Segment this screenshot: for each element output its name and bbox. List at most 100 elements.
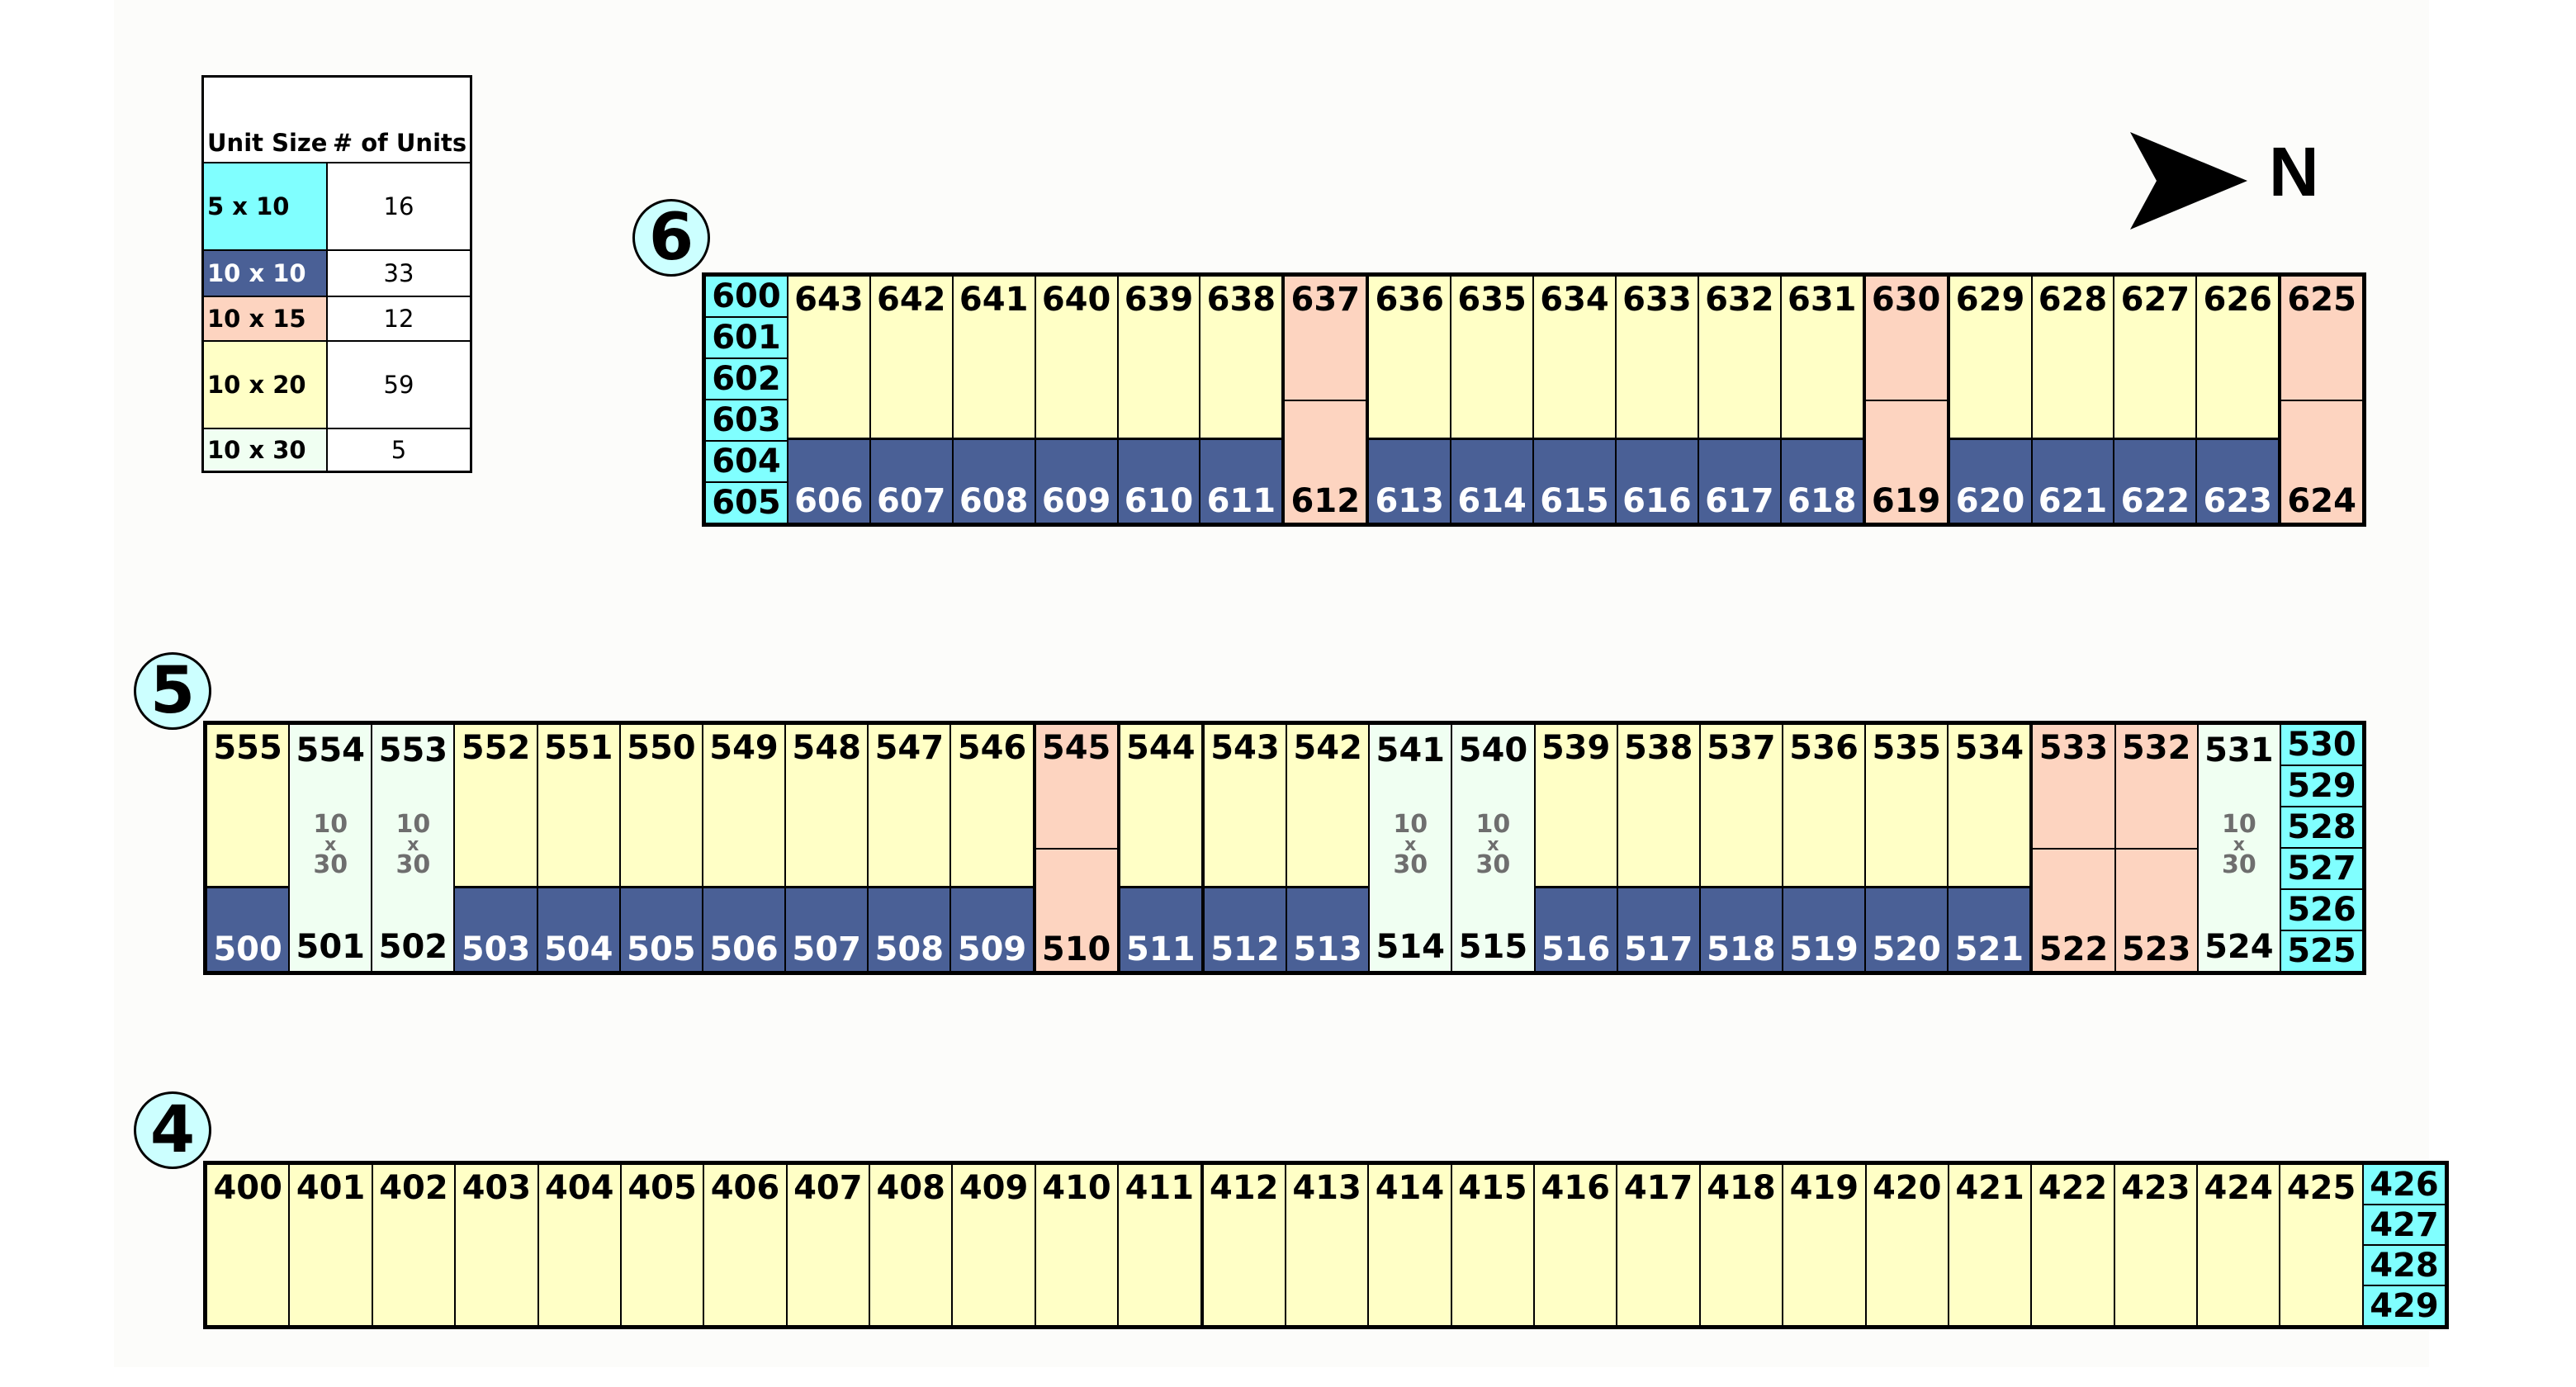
storage-unit-10x10[interactable]: 518 [1700, 886, 1782, 971]
storage-unit-10x20[interactable]: 417 [1617, 1165, 1699, 1325]
storage-unit-10x10[interactable]: 513 [1287, 886, 1369, 971]
storage-unit-10x10[interactable]: 617 [1698, 438, 1780, 523]
storage-unit-10x20[interactable]: 423 [2114, 1165, 2196, 1325]
storage-unit-10x20[interactable]: 552 [455, 725, 537, 887]
storage-unit-10x10[interactable]: 517 [1617, 886, 1699, 971]
storage-unit-10x20[interactable]: 555 [207, 725, 289, 887]
storage-unit-5x10[interactable]: 426 [2363, 1165, 2446, 1204]
storage-unit-10x20[interactable]: 415 [1451, 1165, 1533, 1325]
storage-unit-10x20[interactable]: 628 [2032, 277, 2114, 438]
storage-unit-10x20[interactable]: 550 [620, 725, 702, 887]
storage-unit-10x20[interactable]: 544 [1120, 725, 1201, 887]
storage-unit-10x20[interactable]: 640 [1035, 277, 1117, 438]
storage-unit-10x20[interactable]: 632 [1698, 277, 1780, 438]
storage-unit-10x15[interactable]: 545 [1035, 725, 1117, 848]
storage-unit-10x10[interactable]: 615 [1534, 438, 1615, 523]
storage-unit-10x10[interactable]: 509 [951, 886, 1033, 971]
storage-unit-5x10[interactable]: 525 [2280, 930, 2363, 971]
storage-unit-10x15[interactable]: 619 [1865, 400, 1947, 523]
storage-unit-5x10[interactable]: 604 [706, 440, 787, 481]
storage-unit-5x10[interactable]: 528 [2280, 806, 2363, 847]
storage-unit-10x20[interactable]: 546 [951, 725, 1033, 887]
storage-unit-10x10[interactable]: 507 [786, 886, 868, 971]
storage-unit-10x10[interactable]: 608 [953, 438, 1035, 523]
storage-unit-10x10[interactable]: 504 [537, 886, 619, 971]
storage-unit-10x20[interactable]: 542 [1287, 725, 1369, 887]
storage-unit-10x15[interactable]: 625 [2281, 277, 2363, 400]
storage-unit-10x15[interactable]: 612 [1285, 400, 1366, 523]
storage-unit-10x20[interactable]: 424 [2198, 1165, 2280, 1325]
storage-unit-10x20[interactable]: 420 [1866, 1165, 1948, 1325]
storage-unit-10x20[interactable]: 536 [1783, 725, 1865, 887]
storage-unit-10x20[interactable]: 411 [1119, 1165, 1200, 1325]
storage-unit-10x20[interactable]: 401 [290, 1165, 372, 1325]
storage-unit-10x10[interactable]: 622 [2114, 438, 2196, 523]
storage-unit-10x10[interactable]: 512 [1204, 886, 1286, 971]
storage-unit-10x20[interactable]: 547 [869, 725, 950, 887]
storage-unit-10x20[interactable]: 636 [1369, 277, 1451, 438]
storage-unit-10x20[interactable]: 629 [1949, 277, 2031, 438]
storage-unit-10x20[interactable]: 416 [1535, 1165, 1617, 1325]
storage-unit-10x10[interactable]: 520 [1866, 886, 1948, 971]
storage-unit-10x15[interactable]: 630 [1865, 277, 1947, 400]
storage-unit-10x10[interactable]: 610 [1118, 438, 1200, 523]
storage-unit-5x10[interactable]: 601 [706, 316, 787, 357]
storage-unit-10x20[interactable]: 535 [1866, 725, 1948, 887]
storage-unit-10x15[interactable]: 523 [2115, 848, 2197, 971]
storage-unit-10x20[interactable]: 421 [1949, 1165, 2031, 1325]
storage-unit-10x10[interactable]: 516 [1535, 886, 1617, 971]
storage-unit-10x20[interactable]: 422 [2032, 1165, 2114, 1325]
storage-unit-10x20[interactable]: 641 [953, 277, 1035, 438]
storage-unit-10x20[interactable]: 400 [207, 1165, 289, 1325]
storage-unit-10x20[interactable]: 534 [1949, 725, 2030, 887]
storage-unit-5x10[interactable]: 600 [706, 277, 787, 316]
storage-unit-10x20[interactable]: 551 [537, 725, 619, 887]
storage-unit-10x20[interactable]: 633 [1616, 277, 1698, 438]
storage-unit-5x10[interactable]: 529 [2280, 765, 2363, 806]
storage-unit-10x10[interactable]: 621 [2032, 438, 2114, 523]
storage-unit-10x10[interactable]: 611 [1200, 438, 1282, 523]
storage-unit-10x20[interactable]: 418 [1700, 1165, 1783, 1325]
storage-unit-5x10[interactable]: 429 [2363, 1285, 2446, 1325]
storage-unit-10x20[interactable]: 407 [787, 1165, 869, 1325]
storage-unit-10x20[interactable]: 638 [1200, 277, 1282, 438]
storage-unit-10x20[interactable]: 543 [1204, 725, 1286, 887]
storage-unit-10x10[interactable]: 616 [1616, 438, 1698, 523]
storage-unit-10x10[interactable]: 521 [1949, 886, 2030, 971]
storage-unit-10x10[interactable]: 506 [703, 886, 785, 971]
storage-unit-5x10[interactable]: 605 [706, 481, 787, 523]
storage-unit-5x10[interactable]: 427 [2363, 1204, 2446, 1244]
storage-unit-10x20[interactable]: 631 [1781, 277, 1863, 438]
storage-unit-5x10[interactable]: 603 [706, 399, 787, 440]
storage-unit-10x20[interactable]: 643 [788, 277, 869, 438]
storage-unit-10x15[interactable]: 522 [2033, 848, 2114, 971]
storage-unit-10x20[interactable]: 548 [786, 725, 868, 887]
storage-unit-10x20[interactable]: 402 [372, 1165, 455, 1325]
storage-unit-10x10[interactable]: 607 [870, 438, 952, 523]
storage-unit-10x20[interactable]: 410 [1035, 1165, 1118, 1325]
storage-unit-10x20[interactable]: 425 [2280, 1165, 2362, 1325]
storage-unit-10x10[interactable]: 614 [1451, 438, 1533, 523]
storage-unit-10x20[interactable]: 405 [621, 1165, 703, 1325]
storage-unit-5x10[interactable]: 527 [2280, 847, 2363, 888]
storage-unit-10x10[interactable]: 519 [1783, 886, 1865, 971]
storage-unit-10x10[interactable]: 500 [207, 886, 289, 971]
storage-unit-10x10[interactable]: 618 [1781, 438, 1863, 523]
storage-unit-10x15[interactable]: 533 [2033, 725, 2114, 848]
storage-unit-10x20[interactable]: 537 [1700, 725, 1782, 887]
storage-unit-10x20[interactable]: 406 [704, 1165, 786, 1325]
storage-unit-10x10[interactable]: 505 [620, 886, 702, 971]
storage-unit-10x20[interactable]: 642 [870, 277, 952, 438]
storage-unit-10x20[interactable]: 626 [2197, 277, 2279, 438]
storage-unit-10x15[interactable]: 637 [1285, 277, 1366, 400]
storage-unit-10x15[interactable]: 624 [2281, 400, 2363, 523]
storage-unit-10x20[interactable]: 627 [2114, 277, 2196, 438]
storage-unit-10x20[interactable]: 635 [1451, 277, 1533, 438]
storage-unit-5x10[interactable]: 602 [706, 357, 787, 399]
storage-unit-10x10[interactable]: 503 [455, 886, 537, 971]
